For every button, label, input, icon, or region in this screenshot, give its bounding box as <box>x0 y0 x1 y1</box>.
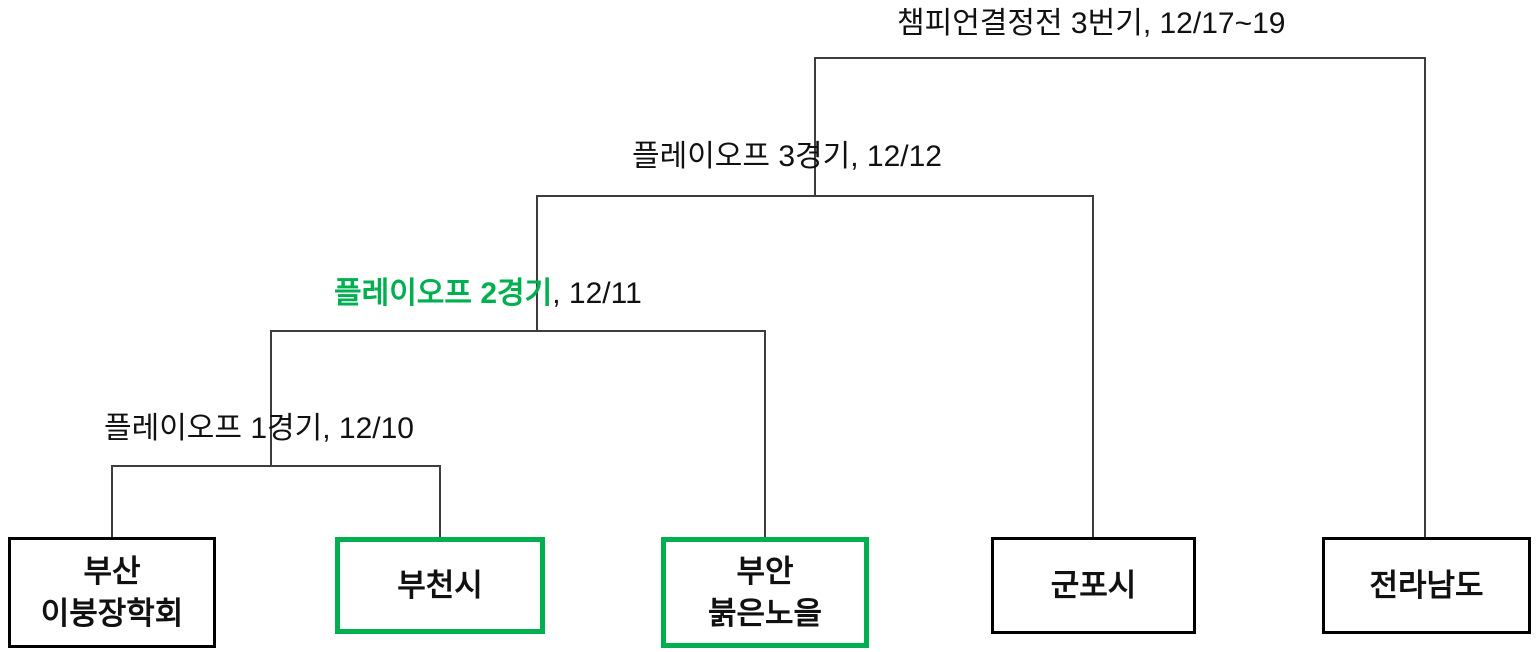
round-2-title: 플레이오프 2경기 <box>334 277 553 310</box>
bracket-line-final-right <box>1424 57 1426 537</box>
bracket-line-round2-top <box>270 330 766 332</box>
bracket-line-round3-left <box>536 195 538 330</box>
bracket-line-round3-right <box>1092 195 1094 537</box>
round-1-label: 플레이오프 1경기, 12/10 <box>104 411 414 447</box>
bracket-line-round1-top <box>111 465 441 467</box>
final-round-label: 챔피언결정전 3번기, 12/17~19 <box>897 6 1285 42</box>
team-box-buan-red-sunset: 부안 붉은노을 <box>661 537 869 648</box>
round-3-title: 플레이오프 3경기 <box>632 140 851 173</box>
bracket-line-round1-right <box>439 465 441 537</box>
bracket-line-round3-top <box>536 195 1094 197</box>
bracket-line-round2-right <box>764 330 766 537</box>
team-name-line: 부천시 <box>397 567 483 603</box>
team-name-line: 전라남도 <box>1369 567 1484 603</box>
team-name-line: 이붕장학회 <box>40 595 184 631</box>
round-3-date: , 12/12 <box>850 140 942 173</box>
bracket-line-final-left <box>814 57 816 195</box>
round-3-label: 플레이오프 3경기, 12/12 <box>632 139 942 175</box>
team-name-line: 군포시 <box>1050 567 1137 603</box>
team-box-bucheon: 부천시 <box>335 537 545 634</box>
bracket-line-round1-left <box>111 465 113 537</box>
bracket-line-final-top <box>814 57 1426 59</box>
round-1-title: 플레이오프 1경기 <box>104 412 323 445</box>
final-round-title: 챔피언결정전 3번기 <box>897 7 1143 40</box>
round-1-date: , 12/10 <box>322 412 414 445</box>
team-name-line: 부안 <box>736 553 794 589</box>
round-2-date: , 12/11 <box>552 277 642 310</box>
team-box-jeollanamdo: 전라남도 <box>1322 537 1531 634</box>
final-round-date: , 12/17~19 <box>1142 7 1286 40</box>
team-box-busan-ibung: 부산 이붕장학회 <box>8 537 216 648</box>
round-2-label: 플레이오프 2경기, 12/11 <box>334 276 642 312</box>
team-name-line: 부산 <box>83 553 141 589</box>
team-name-line: 붉은노을 <box>707 595 823 631</box>
bracket-line-round2-left <box>270 330 272 465</box>
team-box-gunpo: 군포시 <box>991 537 1196 634</box>
